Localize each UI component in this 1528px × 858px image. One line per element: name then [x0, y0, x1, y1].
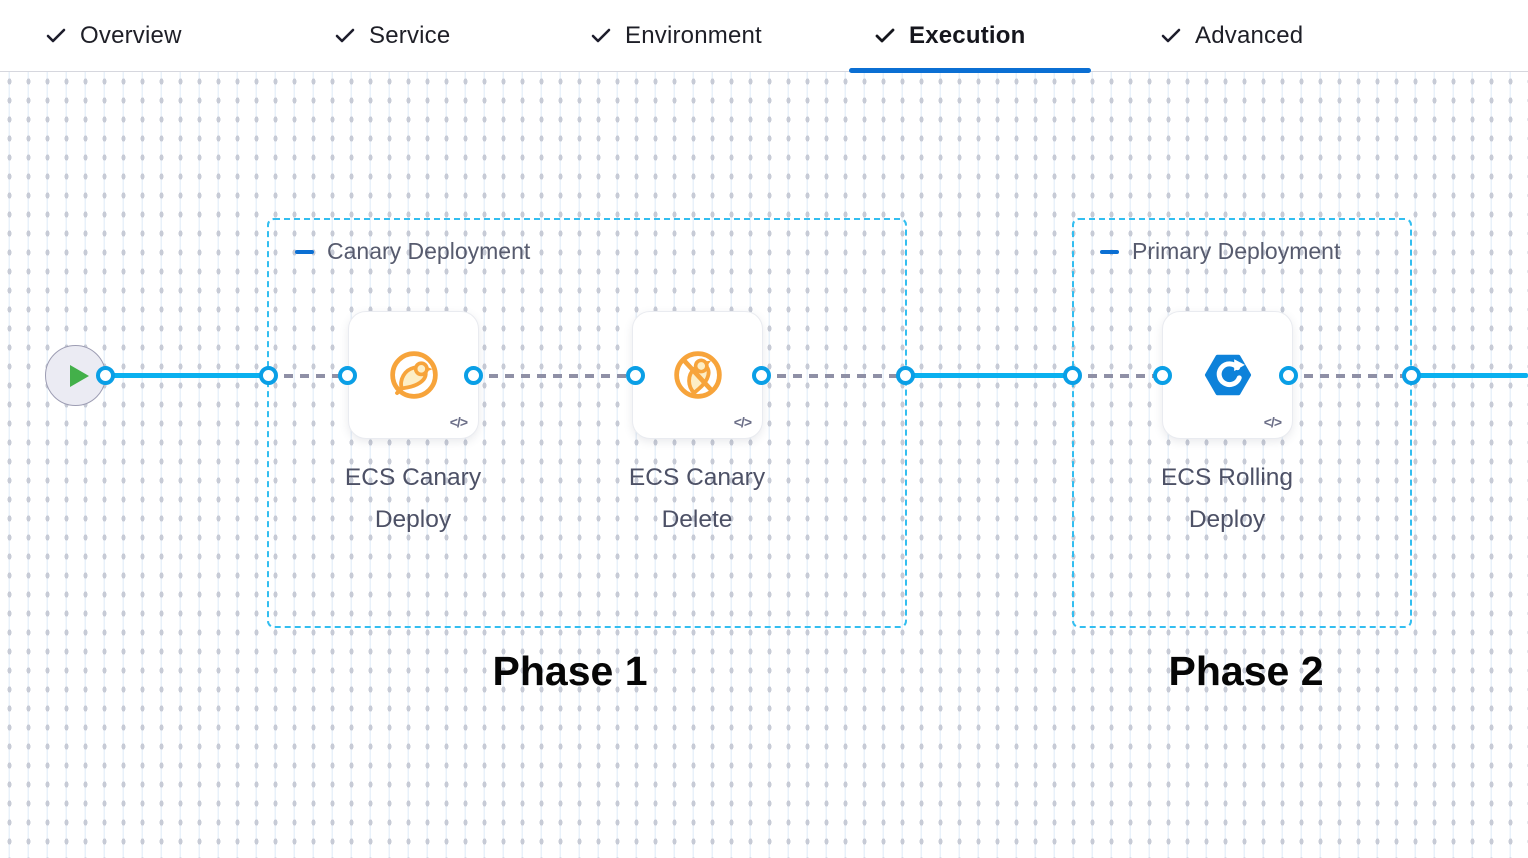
tab-label: Advanced [1195, 21, 1304, 49]
ecs-rolling-deploy-icon [1204, 354, 1251, 396]
active-tab-underline [849, 68, 1091, 73]
phase-caption: Phase 2 [1168, 648, 1324, 694]
stage-collapse-toggle[interactable]: Primary Deployment [1100, 238, 1340, 265]
play-icon [69, 364, 89, 387]
connector-line-dashed [761, 374, 905, 378]
stage-group-primary-deployment: Primary Deployment [1072, 218, 1412, 628]
connector-line-solid [105, 373, 268, 378]
tab-advanced[interactable]: Advanced [1159, 0, 1303, 71]
connector-port[interactable] [752, 366, 771, 385]
connector-line-solid [1411, 373, 1528, 378]
tab-label: Service [369, 21, 451, 49]
minus-icon [1100, 249, 1119, 254]
connector-port[interactable] [626, 366, 645, 385]
connector-line-dashed [268, 374, 347, 378]
step-name-label: ECS Canary Deploy [344, 464, 482, 533]
step-ecs-canary-deploy[interactable]: </> [348, 311, 479, 439]
check-icon [875, 28, 895, 42]
tab-label: Environment [625, 21, 762, 49]
connector-port[interactable] [1153, 366, 1172, 385]
step-name-label: ECS Rolling Deploy [1160, 464, 1294, 533]
connector-line-dashed [1288, 374, 1411, 378]
check-icon [335, 28, 355, 42]
tab-overview[interactable]: Overview [44, 0, 182, 71]
step-name-label: ECS Canary Delete [628, 464, 766, 533]
ecs-canary-deploy-icon [389, 351, 438, 399]
connector-port[interactable] [96, 366, 115, 385]
tab-service[interactable]: Service [333, 0, 450, 71]
stage-label: Canary Deployment [327, 238, 531, 264]
tab-label: Execution [909, 21, 1026, 49]
check-icon [591, 28, 611, 42]
code-badge: </> [449, 414, 468, 430]
code-badge: </> [1263, 414, 1282, 430]
tab-execution[interactable]: Execution [849, 0, 1091, 73]
stage-collapse-toggle[interactable]: Canary Deployment [295, 238, 530, 265]
stage-label: Primary Deployment [1132, 238, 1341, 264]
check-icon [1161, 28, 1181, 42]
step-ecs-canary-delete[interactable]: </> [632, 311, 763, 439]
connector-port[interactable] [259, 366, 278, 385]
check-icon [46, 28, 66, 42]
connector-port[interactable] [1063, 366, 1082, 385]
code-badge: </> [733, 414, 752, 430]
pipeline-start-node[interactable] [45, 345, 106, 406]
connector-line-solid [905, 373, 1072, 378]
step-ecs-rolling-deploy[interactable]: </> [1162, 311, 1293, 439]
connector-port[interactable] [1279, 366, 1298, 385]
connector-port[interactable] [896, 366, 915, 385]
minus-icon [295, 249, 314, 254]
phase-caption: Phase 1 [492, 648, 648, 694]
pipeline-canvas[interactable]: Canary Deployment Primary Deployment </>… [0, 72, 1528, 858]
connector-port[interactable] [1402, 366, 1421, 385]
tab-label: Overview [80, 21, 182, 49]
connector-port[interactable] [338, 366, 357, 385]
connector-line-dashed [473, 374, 635, 378]
step-wizard-tabbar: Overview Service Environment Execution A… [0, 0, 1528, 73]
tab-environment[interactable]: Environment [589, 0, 762, 71]
ecs-canary-delete-icon [673, 351, 722, 399]
connector-port[interactable] [464, 366, 483, 385]
connector-line-dashed [1072, 374, 1162, 378]
stage-group-canary-deployment: Canary Deployment [267, 218, 907, 628]
